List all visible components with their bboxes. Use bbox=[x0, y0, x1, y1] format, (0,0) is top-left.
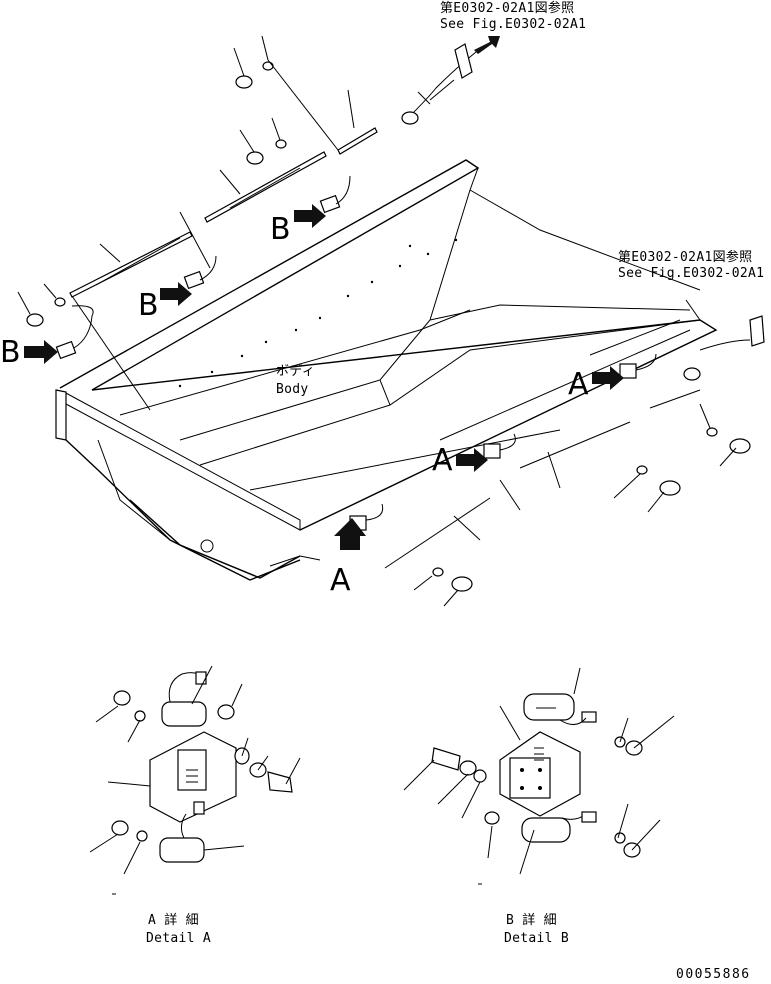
top-reference-en: See Fig.E0302-02A1 bbox=[440, 17, 587, 32]
dump-body bbox=[55, 159, 718, 581]
right-reference-jp: 第E0302-02A1図参照 bbox=[618, 250, 753, 265]
leader-lines bbox=[17, 35, 737, 607]
view-marker-b-top: B bbox=[270, 212, 291, 247]
body-label-jp: ボディ bbox=[276, 364, 315, 379]
body-label-en: Body bbox=[276, 382, 309, 397]
detail-a-title-en: Detail A bbox=[146, 931, 212, 946]
rear-lamps bbox=[26, 43, 477, 360]
detail-b-title-jp: B 詳 細 bbox=[506, 913, 557, 928]
right-reference-en: See Fig.E0302-02A1 bbox=[618, 266, 765, 281]
view-marker-a-bottom: A bbox=[330, 563, 351, 598]
detail-b-drawing bbox=[403, 667, 675, 885]
top-reference-jp: 第E0302-02A1図参照 bbox=[440, 1, 575, 16]
rivet-dots bbox=[178, 238, 458, 388]
detail-b-title-en: Detail B bbox=[504, 931, 570, 946]
detail-a-drawing bbox=[89, 665, 301, 895]
view-marker-a-middle: A bbox=[432, 443, 453, 478]
rear-marker-strips bbox=[69, 127, 378, 298]
view-marker-b-left: B bbox=[0, 335, 21, 370]
direction-arrows bbox=[24, 36, 624, 550]
drawing-number: 00055886 bbox=[676, 967, 751, 982]
front-lamps bbox=[349, 315, 765, 592]
detail-a-title-jp: A 詳 細 bbox=[148, 913, 199, 928]
view-marker-a-right: A bbox=[568, 367, 589, 402]
view-marker-b-middle: B bbox=[138, 288, 159, 323]
